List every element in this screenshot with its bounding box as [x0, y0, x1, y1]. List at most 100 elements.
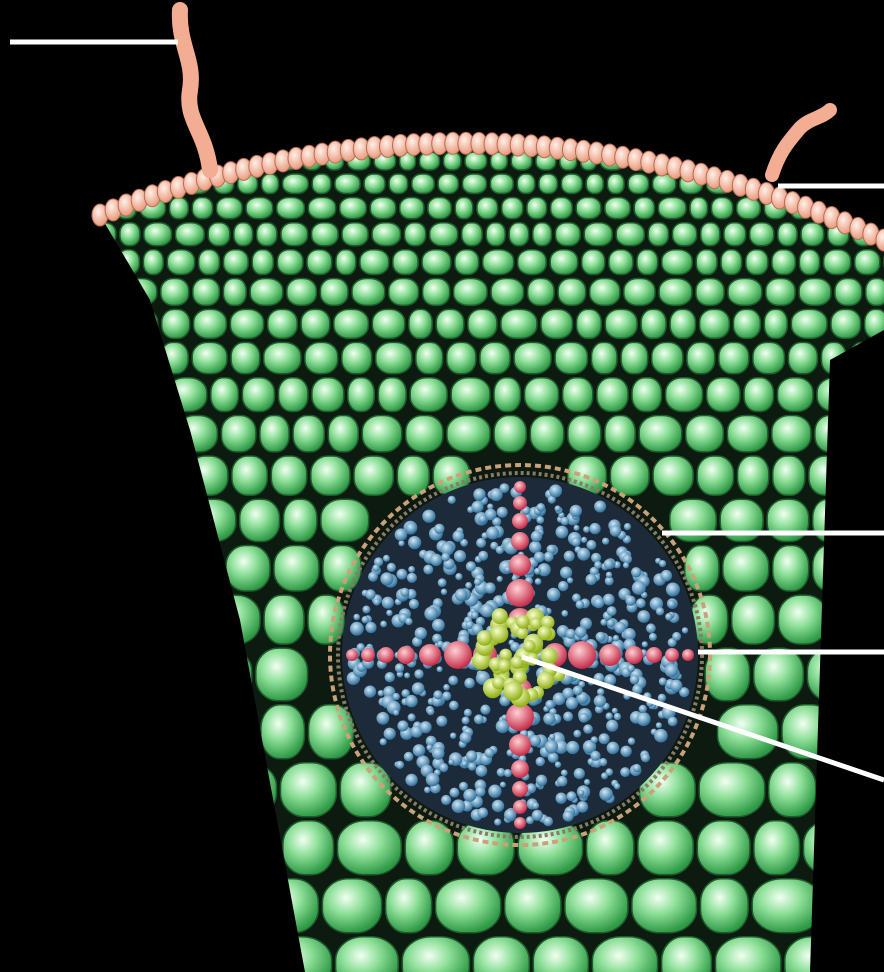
parenchyma-cell [564, 551, 575, 562]
cortex-cell [204, 937, 259, 972]
parenchyma-cell [636, 598, 646, 608]
parenchyma-cell [408, 536, 421, 549]
cortex-cell [246, 198, 273, 219]
parenchyma-cell [387, 563, 396, 572]
parenchyma-cell [364, 686, 376, 698]
cortex-cell [866, 279, 884, 306]
parenchyma-cell [466, 750, 477, 761]
parenchyma-cell [536, 757, 545, 766]
cortex-cell [232, 456, 267, 495]
cortex-cell [576, 198, 601, 219]
cortex-cell [428, 198, 451, 219]
parenchyma-cell [656, 722, 662, 728]
cortex-cell [724, 223, 746, 246]
cortex-cell [732, 595, 775, 644]
parenchyma-cell [455, 589, 468, 602]
cortex-cell [334, 309, 369, 338]
central-cell [498, 659, 511, 672]
parenchyma-cell [453, 530, 465, 542]
cortex-cell [862, 648, 884, 701]
parenchyma-cell [570, 505, 582, 517]
parenchyma-cell [628, 738, 635, 745]
parenchyma-cell [362, 606, 370, 614]
cortex-cell [206, 595, 260, 644]
cortex-cell [556, 223, 581, 246]
parenchyma-cell [561, 610, 568, 617]
cortex-cell [192, 648, 251, 701]
parenchyma-cell [397, 569, 408, 580]
parenchyma-cell [420, 721, 432, 733]
cortex-cell [281, 763, 337, 817]
cortex-cell [568, 416, 601, 452]
cortex-cell [750, 223, 774, 246]
cortex-cell [555, 342, 587, 373]
cortex-cell [271, 456, 307, 495]
cortex-cell [372, 223, 400, 246]
parenchyma-cell [464, 678, 475, 689]
cortex-cell [386, 879, 432, 933]
cortex-cell [412, 174, 434, 194]
parenchyma-cell [386, 610, 392, 616]
cortex-cell [159, 705, 203, 759]
parenchyma-cell [362, 616, 369, 623]
parenchyma-cell [614, 783, 620, 789]
parenchyma-cell [537, 503, 546, 512]
cortex-cell [533, 223, 552, 246]
parenchyma-cell [459, 782, 468, 791]
cortex-cell [92, 309, 122, 338]
cortex-cell [92, 705, 155, 759]
parenchyma-cell [668, 717, 678, 727]
parenchyma-cell [413, 744, 426, 757]
parenchyma-cell [661, 570, 673, 582]
cortex-cell [188, 456, 228, 495]
cortex-cell [846, 152, 863, 170]
parenchyma-cell [466, 561, 476, 571]
parenchyma-cell [474, 578, 482, 586]
cortex-cell [231, 342, 260, 373]
cortex-cell [851, 416, 884, 452]
cortex-cell [312, 174, 331, 194]
parenchyma-cell [654, 729, 668, 743]
cortex-cell [605, 198, 630, 219]
parenchyma-cell [573, 730, 581, 738]
parenchyma-cell [549, 484, 562, 497]
cortex-cell [422, 250, 451, 275]
cortex-cell [509, 223, 529, 246]
cortex-cell [782, 705, 834, 759]
cortex-cell [670, 309, 695, 338]
cortex-cell [769, 763, 816, 817]
cortex-cell [328, 416, 358, 452]
parenchyma-cell [603, 594, 615, 606]
cortex-cell [410, 378, 447, 412]
xylem-cell [665, 648, 679, 662]
cortex-cell [193, 279, 220, 306]
parenchyma-cell [547, 588, 560, 601]
cortex-cell [115, 174, 137, 194]
cortex-cell [753, 342, 785, 373]
cortex-cell [653, 456, 693, 495]
parenchyma-cell [620, 767, 630, 777]
cortex-cell [541, 309, 573, 338]
cortex-cell [240, 499, 280, 541]
cortex-cell [700, 309, 730, 338]
cortex-cell [124, 279, 157, 306]
cortex-cell [778, 378, 814, 412]
central-cell [510, 656, 523, 669]
cortex-cell [436, 879, 501, 933]
cortex-cell [853, 546, 884, 592]
cortex-cell [648, 223, 668, 246]
parenchyma-cell [393, 710, 399, 716]
parenchyma-cell [583, 526, 590, 533]
cortex-cell [592, 342, 618, 373]
cortex-cell [264, 342, 301, 373]
cortex-cell [659, 279, 692, 306]
cortex-cell [340, 198, 367, 219]
cortex-cell [312, 223, 339, 246]
cortex-cell [274, 546, 319, 592]
cortex-cell [342, 223, 368, 246]
cortex-cell [528, 279, 555, 306]
cortex-cell [162, 309, 190, 338]
parenchyma-cell [365, 589, 375, 599]
cortex-cell [849, 937, 884, 972]
parenchyma-cell [535, 578, 542, 585]
